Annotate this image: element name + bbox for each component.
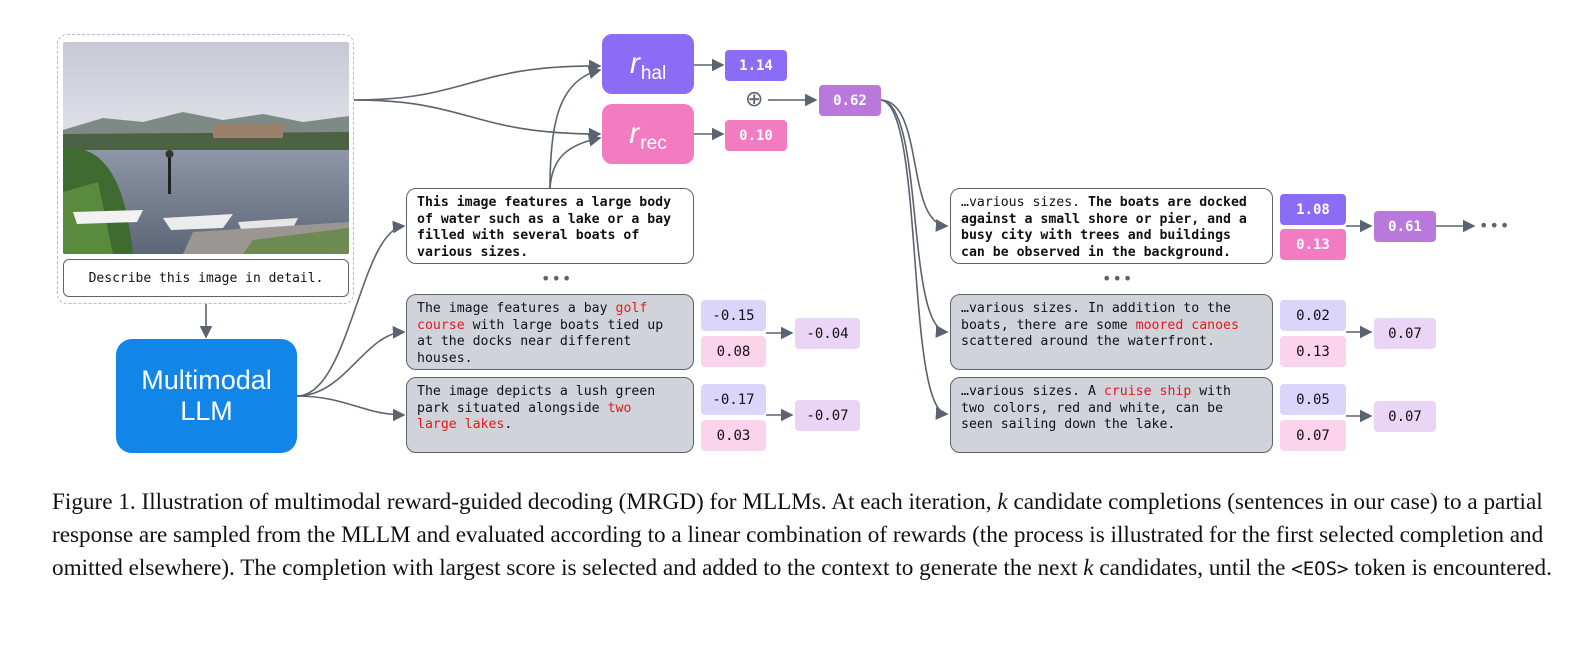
llm-label-line2: LLM xyxy=(180,396,233,426)
arrow-score-to-s2c1 xyxy=(879,99,949,232)
reward-symbol: r xyxy=(629,47,640,80)
rej2-score-value: -0.07 xyxy=(795,400,860,431)
connector-arrows xyxy=(199,58,1476,423)
s2c3-score-value: 0.07 xyxy=(1374,401,1436,432)
arrow-image-to-rhal xyxy=(353,59,602,101)
step1-rec-value: 0.10 xyxy=(725,120,787,151)
candidate-text: The boats are docked against a small sho… xyxy=(961,195,1247,260)
s2c2-rec-value: 0.13 xyxy=(1280,336,1346,367)
reward-subscript-hal: hal xyxy=(640,63,667,84)
candidate-text: with two colors, red and white, can be s… xyxy=(961,384,1231,432)
lake-photo xyxy=(63,42,349,254)
caption-text: token is encountered. xyxy=(1348,555,1552,581)
step1-hal-value: 1.14 xyxy=(725,50,787,81)
candidate-text: The image features a bay xyxy=(417,301,616,316)
arrow-llm-to-cand2 xyxy=(296,325,406,397)
step1-rejected-candidate-2: The image depicts a lush green park situ… xyxy=(406,377,694,453)
step1-selected-candidate: This image features a large body of wate… xyxy=(406,188,694,264)
candidate-text: scattered around the waterfront. xyxy=(961,334,1216,349)
arrow-llm-to-cand1 xyxy=(296,220,406,397)
candidate-prefix: …various sizes. xyxy=(961,195,1089,210)
hallucinated-span: two large lakes xyxy=(417,400,632,433)
figure-caption: Figure 1. Illustration of multimodal rew… xyxy=(52,486,1552,586)
caption-text: candidates, until the xyxy=(1093,555,1292,581)
arrow-score-to-s2c2 xyxy=(879,99,949,338)
hallucinated-span: golf course xyxy=(417,301,648,333)
next-step-ellipsis: ••• xyxy=(1479,216,1511,235)
rej1-score-value: -0.04 xyxy=(795,318,860,349)
caption-text: Figure 1. Illustration of multimodal rew… xyxy=(52,489,998,515)
step2-ellipsis: ••• xyxy=(1102,269,1134,288)
step2-selected-candidate: …various sizes. The boats are docked aga… xyxy=(950,188,1273,264)
hallucinated-span: cruise ship xyxy=(1103,384,1192,399)
candidate-text: with large boats tied up at the docks ne… xyxy=(417,317,664,366)
candidate-text: …various sizes. In addition to the boats… xyxy=(961,301,1231,333)
caption-k: k xyxy=(1083,555,1094,581)
s2c2-score-value: 0.07 xyxy=(1374,318,1436,349)
caption-k: k xyxy=(997,489,1008,515)
step2-sel-rec-value: 0.13 xyxy=(1280,229,1346,260)
arrow-image-to-rrec xyxy=(353,99,602,141)
arrow-score-to-s2c3 xyxy=(879,99,949,420)
rej1-rec-value: 0.08 xyxy=(701,336,766,367)
eos-token: <EOS> xyxy=(1291,558,1349,580)
rej2-rec-value: 0.03 xyxy=(701,420,766,451)
candidate-text: . xyxy=(504,417,513,432)
candidate-text: The image depicts a lush green park situ… xyxy=(417,384,656,416)
combine-plus-icon: ⊕ xyxy=(745,87,764,112)
mrgd-diagram: Describe this image in detail. Multimoda… xyxy=(57,34,1511,453)
candidate-text: …various sizes. A xyxy=(961,384,1104,399)
step2-candidate-2: …various sizes. In addition to the boats… xyxy=(950,294,1273,370)
step2-sel-hal-value: 1.08 xyxy=(1280,194,1346,225)
reward-subscript-rec: rec xyxy=(640,133,667,154)
caption-text: candidate completions (sentences in our … xyxy=(52,489,1544,581)
multimodal-llm-block: Multimodal LLM xyxy=(116,339,297,453)
rej1-hal-value: -0.15 xyxy=(701,300,766,331)
arrow-candidate-to-rhal xyxy=(549,66,602,189)
arrow-candidate-to-rrec xyxy=(549,133,602,189)
prompt-field: Describe this image in detail. xyxy=(63,259,349,297)
reward-symbol: r xyxy=(629,117,640,150)
hallucinated-span: moored canoes xyxy=(1135,317,1239,333)
step2-candidate-3: …various sizes. A cruise ship with two c… xyxy=(950,377,1273,453)
step1-ellipsis: ••• xyxy=(541,269,573,288)
step1-rejected-candidate-1: The image features a bay golf course wit… xyxy=(406,294,694,370)
step1-score-value: 0.62 xyxy=(819,85,881,116)
arrow-llm-to-cand3 xyxy=(296,395,406,422)
step2-sel-score-value: 0.61 xyxy=(1374,211,1436,242)
s2c2-hal-value: 0.02 xyxy=(1280,300,1346,331)
llm-label-line1: Multimodal xyxy=(141,365,272,395)
s2c3-rec-value: 0.07 xyxy=(1280,420,1346,451)
rej2-hal-value: -0.17 xyxy=(701,384,766,415)
s2c3-hal-value: 0.05 xyxy=(1280,384,1346,415)
